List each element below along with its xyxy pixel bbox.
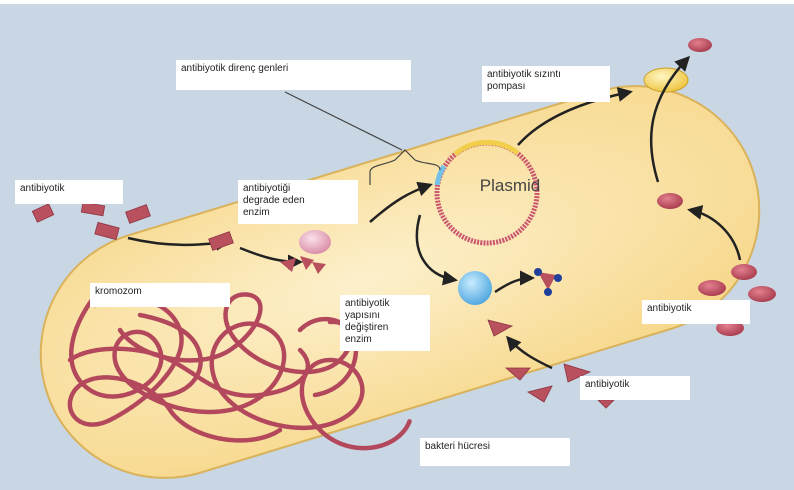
label-antibiotic-right: antibiyotik <box>642 300 750 324</box>
label-efflux-pump: antibiyotik sızıntı pompası <box>482 66 610 102</box>
label-plasmid: Plasmid <box>462 176 558 196</box>
label-modifying-enzyme: antibiyotik yapısını değiştiren enzim <box>340 295 430 351</box>
exported-antibiotic <box>688 38 712 52</box>
label-degrading-enzyme: antibiyotiği degrade eden enzim <box>238 180 358 224</box>
antibiotic-circle <box>748 286 776 302</box>
top-border <box>0 0 794 4</box>
label-resistance-genes: antibiyotik direnç genleri <box>176 60 411 90</box>
label-chromosome: kromozom <box>90 283 230 307</box>
label-bacterial-cell: bakteri hücresi <box>420 438 570 466</box>
antibiotic-circle <box>698 280 726 296</box>
label-antibiotic-left: antibiyotik <box>15 180 123 204</box>
degrading-enzyme <box>299 230 331 254</box>
antibiotic-circle <box>657 193 683 209</box>
modifying-enzyme <box>458 271 492 305</box>
antibiotic-circle <box>731 264 757 280</box>
label-antibiotic-bottom: antibiyotik <box>580 376 690 400</box>
